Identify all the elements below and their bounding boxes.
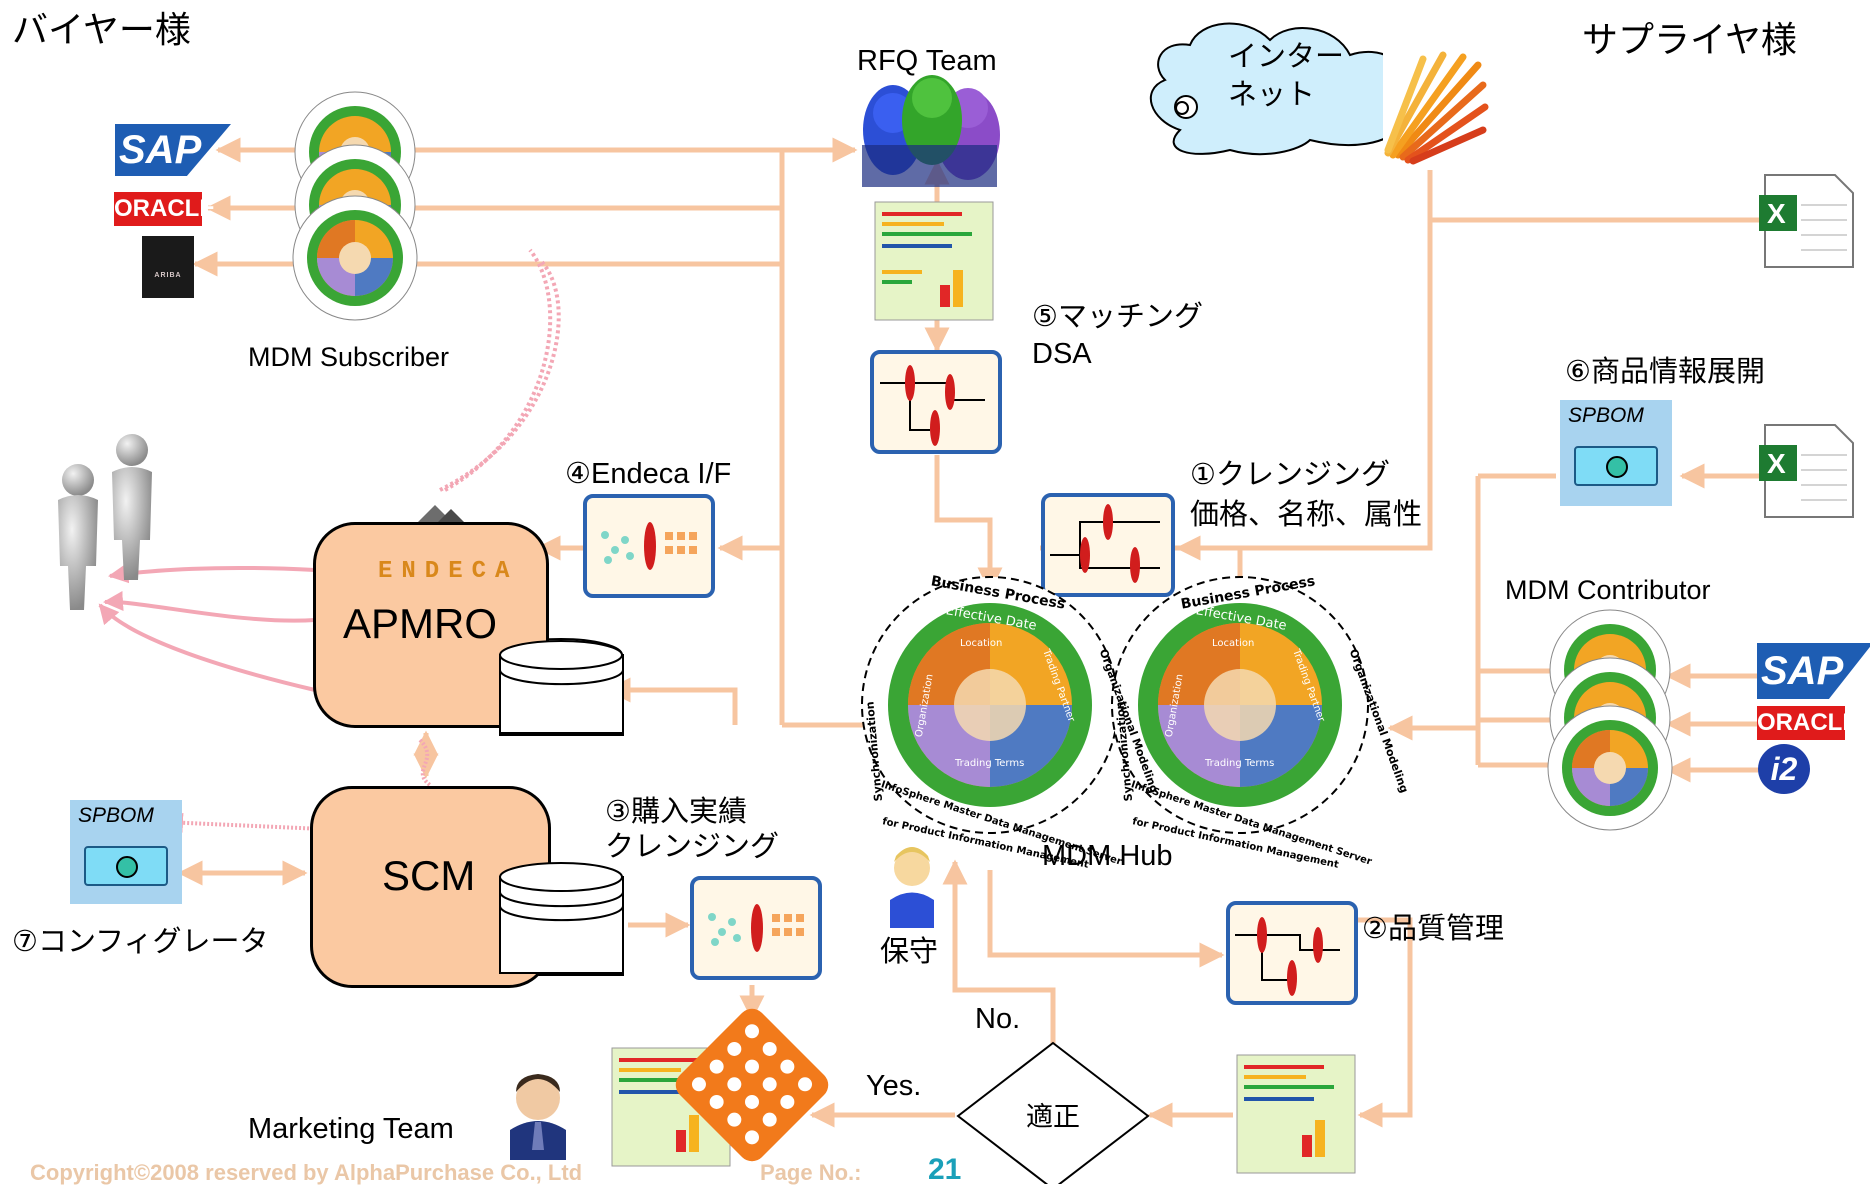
- maintenance-label: 保守: [880, 934, 939, 968]
- step5-label-line1: ⑤マッチング: [1032, 299, 1203, 333]
- svg-text:X: X: [1767, 198, 1786, 229]
- mdm-subscriber-wheels: [292, 91, 418, 321]
- spbom-supplier-label: SPBOM: [1568, 404, 1644, 427]
- oracle-logo-supplier: ORACLE: [1757, 706, 1858, 740]
- report-quality: [1236, 1054, 1356, 1174]
- wheel-right-location: Location: [1212, 638, 1255, 649]
- marketing-team-label: Marketing Team: [248, 1113, 454, 1145]
- i2-logo: i2: [1758, 744, 1810, 794]
- rfq-team-label: RFQ Team: [857, 45, 997, 77]
- endeca-logo-text: ENDECA: [378, 558, 519, 585]
- cloud-label-line1: インター: [1228, 39, 1345, 73]
- process-box-endeca-if: [583, 494, 715, 598]
- maintenance-person-icon: [890, 847, 934, 928]
- spbom-buyer-dot: [116, 856, 138, 878]
- mdm-hub-wheel-left: [861, 576, 1119, 834]
- apmro-database-front: [499, 640, 624, 734]
- apmro-label: APMRO: [343, 600, 498, 647]
- mdm-subscriber-label: MDM Subscriber: [248, 342, 450, 372]
- footer-copyright: Copyright©2008 reserved by AlphaPurchase…: [30, 1160, 583, 1185]
- oracle-logo-buyer: ORACLE: [114, 192, 215, 226]
- mdm-hub-wheel-right: [1111, 576, 1369, 834]
- process-box-quality: [1226, 901, 1358, 1005]
- decision-yes-label: Yes.: [866, 1070, 922, 1102]
- footer-page-number: 21: [928, 1153, 962, 1186]
- wheel-left-trading-terms: Trading Terms: [955, 758, 1025, 769]
- ariba-logo: ARIBA: [142, 236, 194, 298]
- scm-database-front: [499, 862, 624, 974]
- wheel-left-location: Location: [960, 638, 1003, 649]
- analytics-grid-icon: [675, 1008, 829, 1162]
- excel-icon-middle: X: [1759, 424, 1854, 518]
- supplier-label: サプライヤ様: [1582, 20, 1797, 61]
- mdm-contributor-label: MDM Contributor: [1505, 575, 1711, 605]
- process-box-dsa: [870, 350, 1002, 454]
- svg-text:X: X: [1767, 448, 1786, 479]
- mdm-contributor-wheels: [1547, 609, 1673, 831]
- step4-label: ④Endeca I/F: [565, 458, 732, 490]
- hub-to-quality-arrow: [987, 870, 1225, 968]
- scm-label: SCM: [382, 852, 476, 899]
- step7-label: ⑦コンフィグレータ: [12, 924, 269, 958]
- step6-label: ⑥商品情報展開: [1565, 354, 1765, 388]
- process-box-cleansing: [1041, 493, 1175, 597]
- step1-label-line1: ①クレンジング: [1190, 457, 1390, 491]
- step3-label-line1: ③購入実績: [605, 794, 747, 828]
- excel-icon-top: X: [1759, 174, 1854, 268]
- no-arrow: [942, 859, 1056, 1045]
- wheel-right-trading-terms: Trading Terms: [1205, 758, 1275, 769]
- decision-label: 適正: [1026, 1102, 1080, 1133]
- dsa-to-hub-arrow: [934, 455, 1003, 593]
- spbom-buyer-label: SPBOM: [78, 804, 154, 827]
- footer-page-label: Page No.:: [760, 1160, 862, 1185]
- marketing-person-icon: [510, 1074, 566, 1160]
- buyer-users-icon: [58, 434, 152, 610]
- step1-label-line2: 価格、名称、属性: [1190, 497, 1423, 531]
- decision-diamond: [956, 1041, 1150, 1184]
- internet-to-cleansing-arrow: [1175, 165, 1433, 561]
- step3-label-line2: クレンジング: [605, 829, 780, 863]
- rfq-team-icon: [862, 75, 1000, 187]
- step5-label-line2: DSA: [1032, 338, 1092, 370]
- spbom-supplier-dot: [1606, 456, 1628, 478]
- spbom-buyer: SPBOM: [70, 800, 182, 904]
- mdm-hub-label: MDM Hub: [1042, 840, 1173, 872]
- to-apmro-db-arrow: [605, 677, 738, 725]
- cloud-label-line2: ネット: [1228, 77, 1316, 111]
- supplier-portal-icon: [1383, 50, 1489, 170]
- process-box-purchase-cleansing: [690, 876, 822, 980]
- decision-no-label: No.: [975, 1003, 1021, 1035]
- spbom-buyer-panel: [84, 846, 168, 886]
- report-rfq: [874, 201, 994, 321]
- buyer-label: バイヤー様: [12, 10, 191, 51]
- spbom-supplier-panel: [1574, 446, 1658, 486]
- spbom-supplier: SPBOM: [1560, 400, 1672, 506]
- step2-label: ②品質管理: [1362, 911, 1504, 945]
